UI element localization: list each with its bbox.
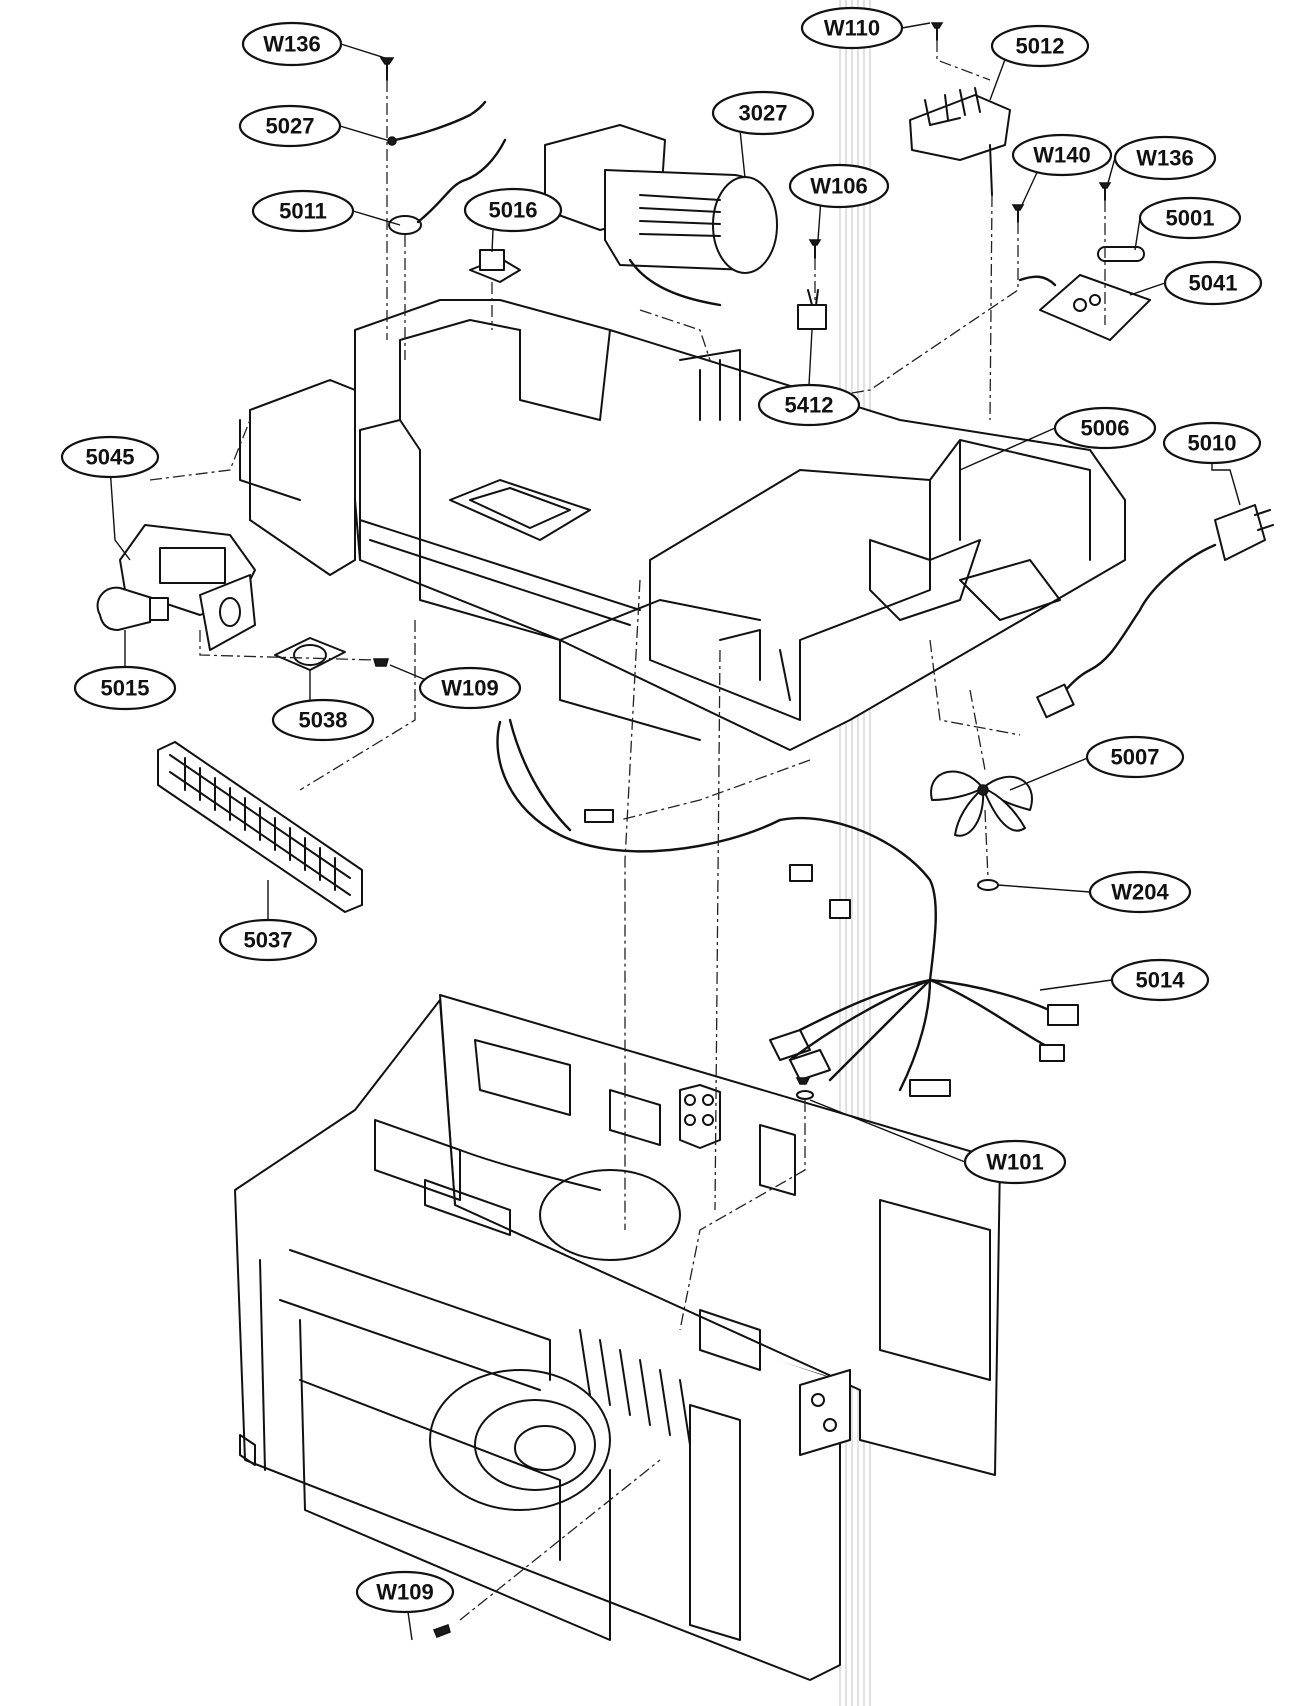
washer-w204: [977, 879, 999, 891]
callout-w110-label: W110: [824, 16, 880, 41]
callout-5014: 5014: [1110, 958, 1210, 1002]
callout-w101: W101: [963, 1139, 1067, 1185]
callout-5412-label: 5412: [785, 393, 834, 418]
callout-5027-label: 5027: [266, 114, 315, 139]
callout-5010: 5010: [1162, 421, 1262, 465]
grille-5037: [157, 741, 363, 913]
callout-5007-label: 5007: [1111, 745, 1160, 770]
thermal-cutout-5016: [469, 249, 521, 283]
pcb-5041: [1018, 274, 1151, 341]
callout-w106: W106: [788, 163, 890, 209]
callout-w204: W204: [1088, 870, 1192, 914]
callout-5016: 5016: [463, 187, 563, 233]
callout-w101-label: W101: [986, 1150, 1043, 1175]
callout-5015: 5015: [73, 665, 177, 711]
callout-w136-top: W136: [241, 21, 343, 67]
callout-w109-mid: W109: [418, 666, 522, 710]
callout-5010-label: 5010: [1188, 431, 1237, 456]
screw-w106: [808, 239, 822, 259]
callout-w109-bottom: W109: [355, 1570, 455, 1614]
callout-w136-right-label: W136: [1136, 146, 1193, 171]
callout-w110: W110: [800, 6, 904, 50]
relay-5412: [797, 289, 827, 330]
callout-w136-top-label: W136: [263, 32, 320, 57]
callout-w109-mid-label: W109: [441, 676, 498, 701]
screw-w109-mid: [373, 658, 389, 667]
wire-5027: [387, 100, 487, 146]
callout-5014-label: 5014: [1136, 968, 1186, 993]
callout-5045-label: 5045: [86, 445, 135, 470]
assembly-lines: [149, 40, 1106, 1621]
callout-5006-label: 5006: [1081, 416, 1130, 441]
callout-5038: 5038: [271, 698, 375, 742]
callout-w140-label: W140: [1033, 143, 1090, 168]
callout-5007: 5007: [1085, 735, 1185, 779]
callout-5412: 5412: [757, 383, 861, 427]
callout-5001-label: 5001: [1166, 206, 1215, 231]
fuse-5001: [1097, 246, 1145, 262]
callout-w106-label: W106: [810, 174, 867, 199]
callout-5038-label: 5038: [299, 708, 348, 733]
thermostat-5011: [388, 138, 507, 235]
callout-w204-label: W204: [1111, 880, 1169, 905]
callout-5015-label: 5015: [101, 676, 150, 701]
callout-5041: 5041: [1163, 260, 1263, 306]
callout-5037: 5037: [218, 918, 318, 962]
callout-3027-label: 3027: [739, 101, 788, 126]
screw-w110: [930, 22, 944, 41]
power-cord-5010: [1036, 504, 1274, 719]
callout-w136-right: W136: [1113, 135, 1217, 181]
screw-w140: [1011, 204, 1025, 223]
callout-5016-label: 5016: [489, 198, 538, 223]
lamp-socket-5045: [119, 524, 256, 651]
callout-5011-label: 5011: [279, 199, 327, 224]
screw-w101: [795, 1077, 814, 1100]
harness-5014: [496, 718, 1079, 1097]
callout-5012: 5012: [990, 24, 1090, 68]
screw-w136-right: [1098, 182, 1112, 201]
transformer-5012: [909, 87, 1011, 196]
screw-w109-bottom: [432, 1624, 451, 1638]
callout-5041-label: 5041: [1189, 271, 1238, 296]
callout-5011: 5011: [251, 189, 355, 233]
fan-blade-5007: [930, 770, 1033, 837]
callout-5006: 5006: [1053, 406, 1157, 450]
lamp-bulb-5015: [96, 586, 169, 631]
callout-3027: 3027: [711, 90, 815, 136]
callout-5027: 5027: [238, 104, 342, 148]
base-plate-part: [239, 299, 1126, 751]
screw-w136-top: [379, 57, 395, 81]
thermal-fuse-5038: [274, 637, 346, 671]
callout-5037-label: 5037: [244, 928, 293, 953]
callout-w109-bottom-label: W109: [376, 1580, 433, 1605]
callout-5045: 5045: [60, 435, 160, 479]
oven-cavity-part: [234, 994, 1001, 1681]
callout-w140: W140: [1011, 133, 1113, 177]
callout-5001: 5001: [1138, 196, 1242, 240]
callout-5012-label: 5012: [1016, 34, 1065, 59]
scan-artifact: [839, 0, 871, 1706]
